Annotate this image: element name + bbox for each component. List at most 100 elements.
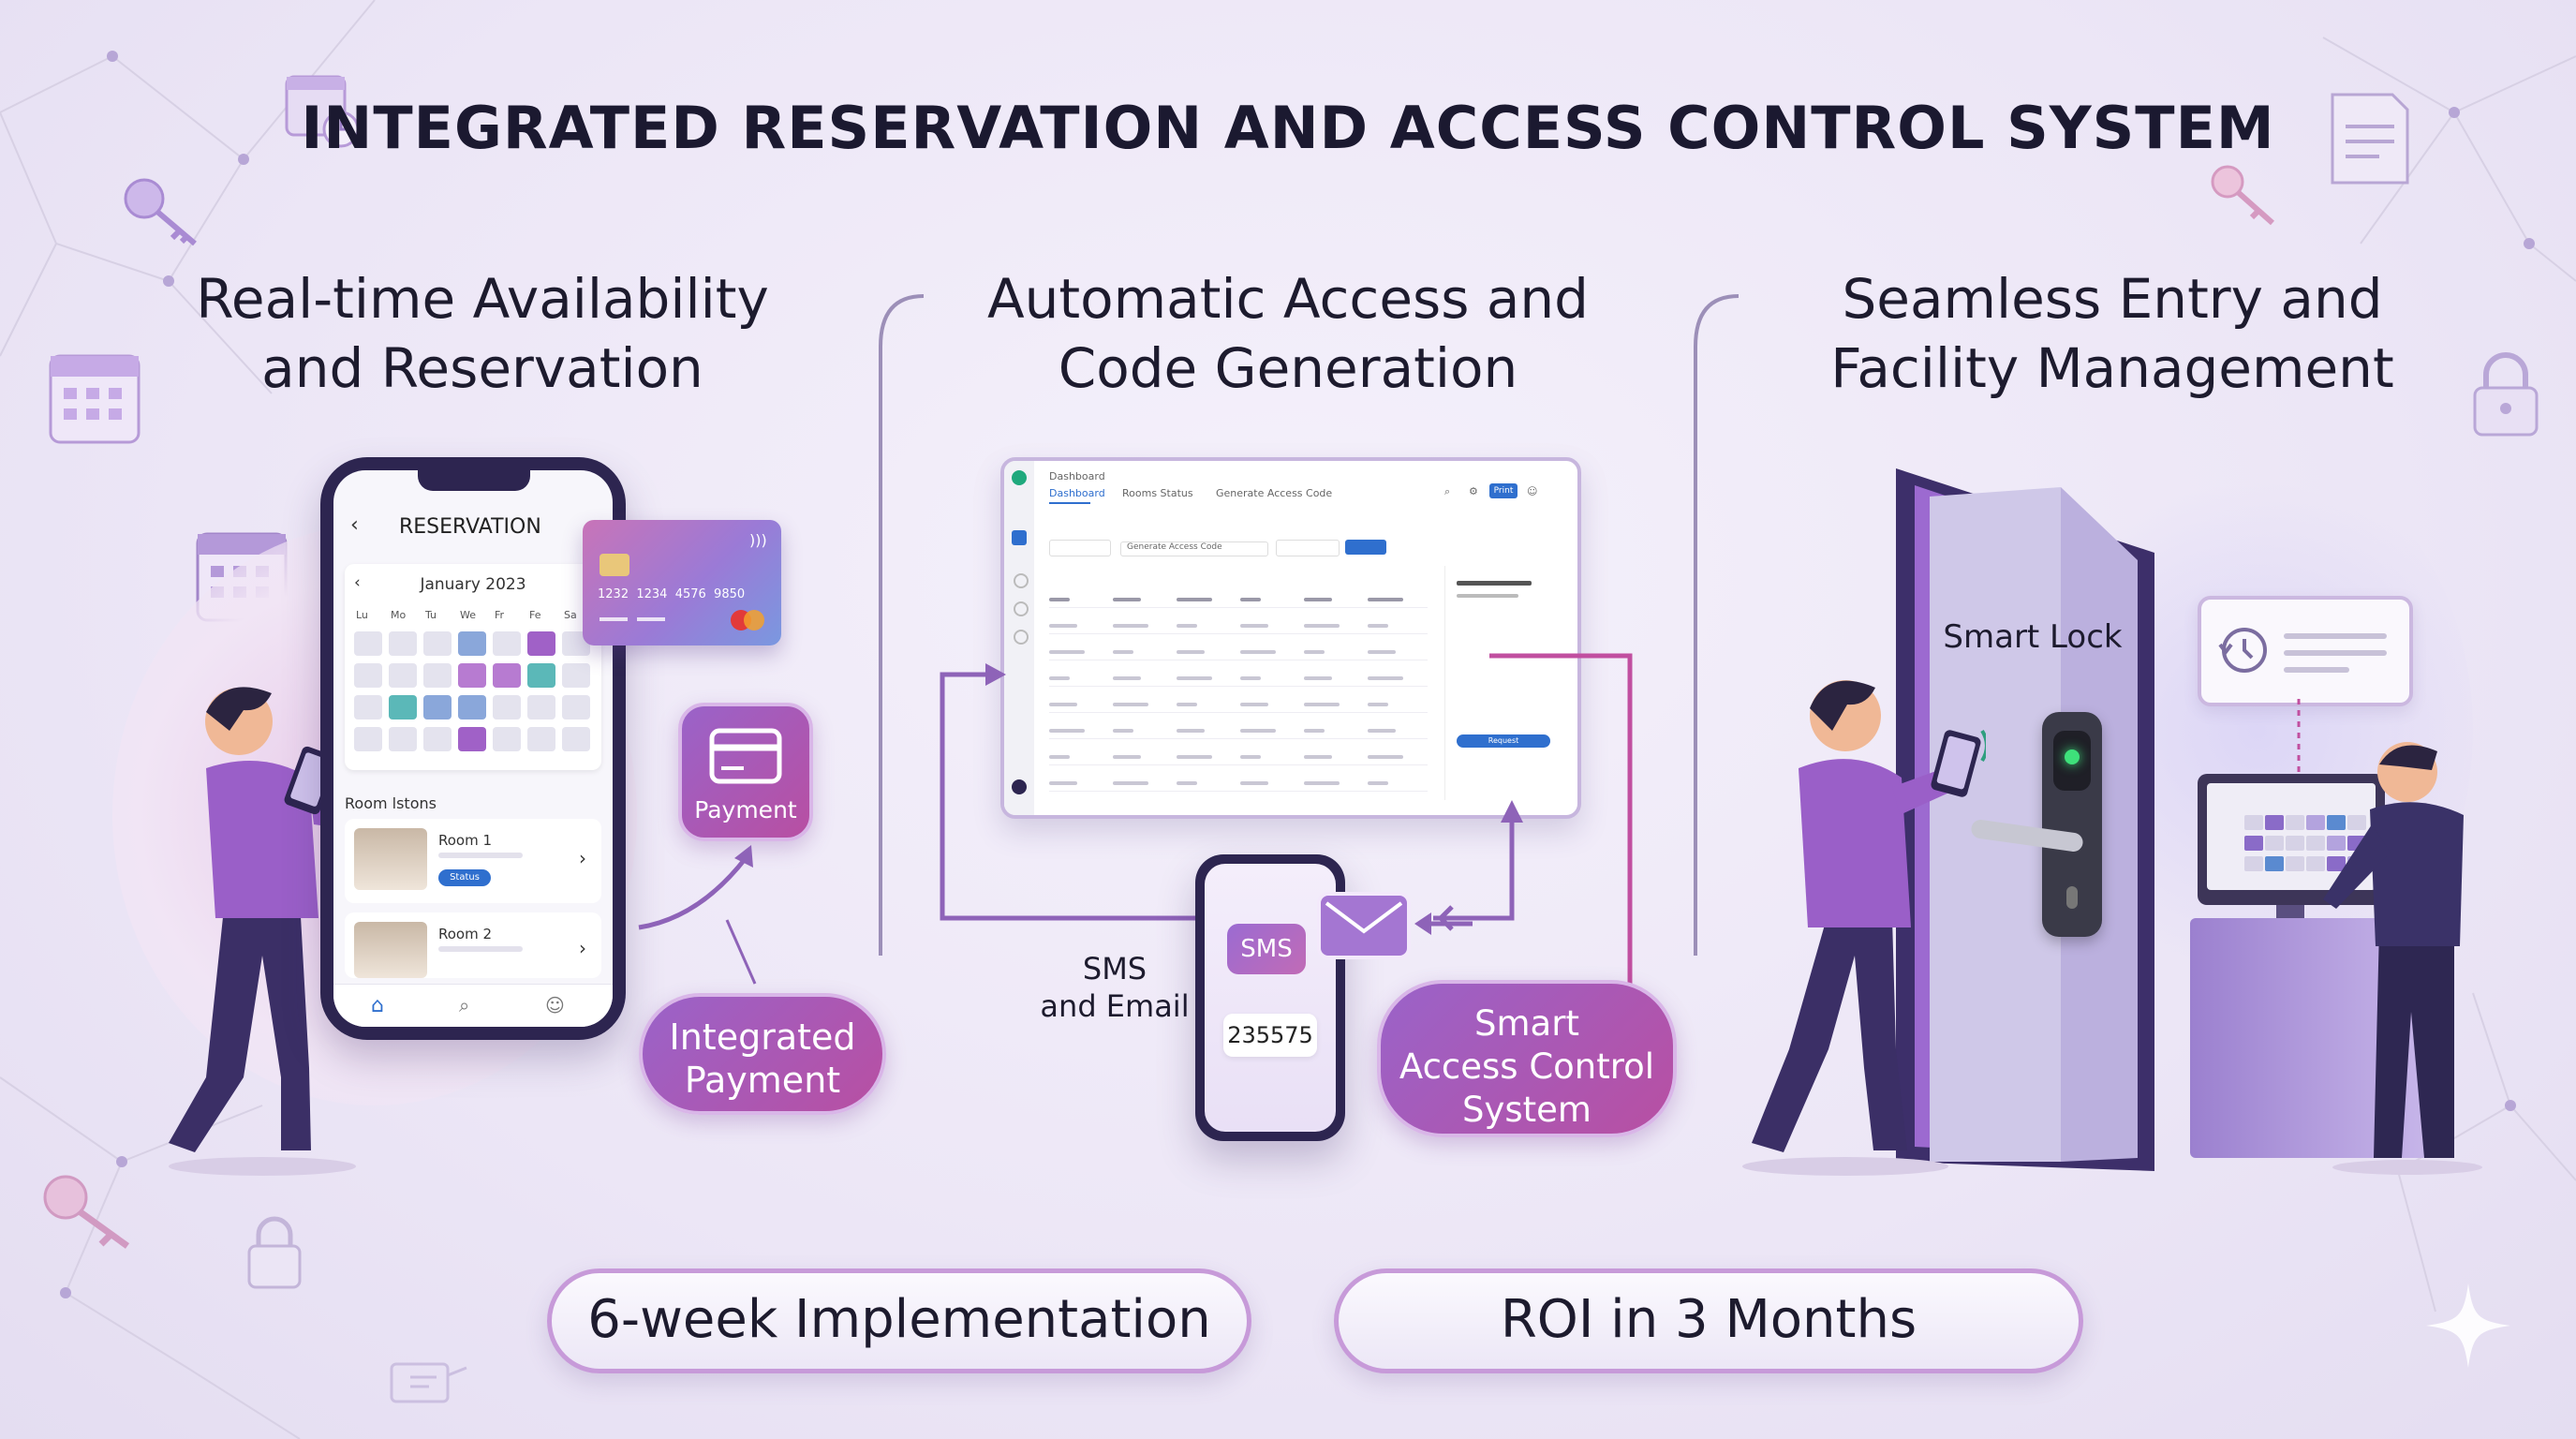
back-chevron-icon[interactable]: ‹ — [350, 513, 359, 537]
prev-month-icon[interactable]: ‹ — [354, 573, 361, 592]
tab-rooms-status[interactable]: Rooms Status — [1122, 487, 1193, 499]
user-icon[interactable]: ☺ — [1527, 485, 1538, 497]
table-row[interactable] — [1049, 673, 1428, 687]
date-input[interactable] — [1276, 540, 1340, 556]
table-cell — [1177, 624, 1197, 628]
calendar-day[interactable] — [562, 663, 590, 688]
request-button[interactable]: Request — [1457, 734, 1550, 748]
calendar-day[interactable] — [527, 631, 555, 656]
calendar-day[interactable] — [389, 631, 417, 656]
table-cell — [1240, 755, 1261, 759]
table-cell — [1113, 598, 1141, 601]
calendar-day[interactable] — [527, 663, 555, 688]
settings-icon[interactable] — [1012, 779, 1027, 794]
room-name: Room 1 — [438, 832, 493, 849]
phone-screen: ‹ RESERVATION ‹ January 2023 › LuMoTuWeF… — [333, 470, 613, 1027]
calendar-day[interactable] — [354, 727, 382, 751]
calendar-day[interactable] — [493, 727, 521, 751]
monitor-cell — [2265, 856, 2284, 871]
pill-line: System — [1462, 1090, 1591, 1130]
table-cell — [1304, 781, 1340, 785]
room-detail-bar — [438, 853, 523, 858]
weekday-label: Mo — [391, 609, 407, 621]
calendar-day[interactable] — [423, 695, 452, 720]
calendar-day[interactable] — [527, 695, 555, 720]
calendar-day[interactable] — [562, 727, 590, 751]
calendar-day[interactable] — [389, 663, 417, 688]
home-icon[interactable]: ⌂ — [371, 994, 384, 1017]
table-row[interactable] — [1049, 751, 1428, 765]
sparkle-icon — [2426, 1283, 2510, 1368]
room-card-2[interactable]: Room 2 › — [345, 912, 601, 978]
key-icon — [124, 178, 197, 246]
table-cell — [1177, 781, 1197, 785]
calendar-day[interactable] — [493, 663, 521, 688]
calendar-day[interactable] — [423, 663, 452, 688]
calendar-day[interactable] — [389, 695, 417, 720]
column-title-line: Code Generation — [1058, 336, 1518, 400]
calendar-day[interactable] — [493, 631, 521, 656]
search-icon[interactable]: ⌕ — [1444, 485, 1451, 497]
calendar-day[interactable] — [458, 695, 486, 720]
section-label: Room lstons — [345, 794, 437, 812]
room-card-1[interactable]: Room 1 Status › — [345, 819, 601, 903]
active-tab-indicator — [1049, 502, 1090, 504]
calendar-day[interactable] — [423, 631, 452, 656]
sidebar-item-active[interactable] — [1012, 530, 1027, 545]
table-cell — [1177, 755, 1212, 759]
calendar-day[interactable] — [527, 727, 555, 751]
calendar-day[interactable] — [458, 663, 486, 688]
tab-dashboard[interactable]: Dashboard — [1049, 487, 1105, 499]
calendar-day[interactable] — [389, 727, 417, 751]
tab-generate-code[interactable]: Generate Access Code — [1216, 487, 1333, 499]
calendar-day[interactable] — [354, 663, 382, 688]
print-button[interactable]: Print — [1489, 483, 1517, 498]
profile-icon[interactable]: ☺ — [545, 994, 565, 1016]
gear-icon[interactable]: ⚙ — [1469, 485, 1478, 497]
table-row[interactable] — [1049, 646, 1428, 660]
pill-line: Access Control — [1399, 1046, 1655, 1087]
payment-arrow — [638, 845, 757, 985]
sidebar-item[interactable] — [1014, 601, 1029, 616]
monitor-cell — [2306, 836, 2325, 851]
calendar-day[interactable] — [562, 695, 590, 720]
implementation-pill: 6-week Implementation — [547, 1268, 1251, 1373]
table-cell — [1049, 650, 1085, 654]
apply-button[interactable] — [1345, 540, 1386, 555]
sidebar-item[interactable] — [1014, 630, 1029, 645]
month-label: January 2023 — [420, 575, 526, 594]
phone-screen: SMS 235575 — [1205, 864, 1336, 1132]
roi-pill: ROI in 3 Months — [1334, 1268, 2083, 1373]
panel-heading — [1457, 581, 1532, 586]
calendar-day[interactable] — [354, 695, 382, 720]
generate-code-select[interactable]: Generate Access Code — [1120, 541, 1268, 556]
table-row[interactable] — [1049, 725, 1428, 739]
calendar-day[interactable] — [354, 631, 382, 656]
table-row[interactable] — [1049, 594, 1428, 608]
pill-line: Integrated — [669, 1016, 856, 1058]
calendar-grid[interactable] — [354, 631, 598, 763]
monitor-cell — [2286, 856, 2304, 871]
calendar-day[interactable] — [493, 695, 521, 720]
filter-select[interactable] — [1049, 540, 1111, 556]
calendar-day[interactable] — [423, 727, 452, 751]
calendar-day[interactable] — [458, 727, 486, 751]
table-row[interactable] — [1049, 620, 1428, 634]
sidebar-item[interactable] — [1014, 573, 1029, 588]
table-cell — [1240, 598, 1261, 601]
table-cell — [1304, 703, 1340, 706]
monitor-cell — [2265, 815, 2284, 830]
table-row[interactable] — [1049, 699, 1428, 713]
search-icon[interactable]: ⌕ — [459, 994, 470, 1016]
calendar-day[interactable] — [458, 631, 486, 656]
table-cell — [1368, 755, 1403, 759]
table-row[interactable] — [1049, 778, 1428, 792]
label-line: SMS — [1082, 951, 1147, 987]
payment-button[interactable]: Payment — [678, 703, 813, 841]
management-monitor — [2198, 774, 2385, 905]
table-cell — [1049, 755, 1070, 759]
keyhole-icon — [2066, 886, 2078, 909]
column-title-line: and Reservation — [261, 336, 703, 400]
